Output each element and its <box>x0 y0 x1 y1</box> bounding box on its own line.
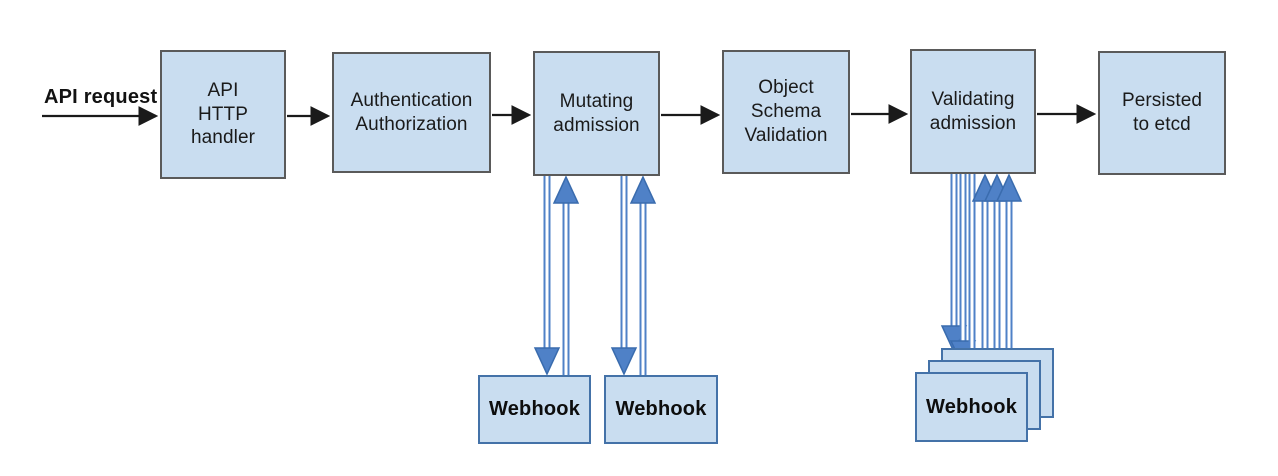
stage-box-api-http-handler[interactable]: API HTTP handler <box>160 50 286 179</box>
webhook-label-mutating-2: Webhook <box>615 398 707 420</box>
stage-label-authn-authz: Authentication Authorization <box>350 89 473 135</box>
arrow-validating-to-webhook-1 <box>941 174 967 353</box>
stage-box-object-schema-validation[interactable]: Object Schema Validation <box>722 50 850 174</box>
webhook-label-mutating-1: Webhook <box>488 398 581 420</box>
arrow-webhook-2-to-validating <box>984 174 1010 370</box>
api-request-label: API request <box>44 86 158 108</box>
stage-label-validating-admission: Validating admission <box>929 88 1017 134</box>
arrow-webhook-3-to-validating <box>996 174 1022 358</box>
stage-box-mutating-admission[interactable]: Mutating admission <box>533 51 660 176</box>
stage-label-persisted-to-etcd: Persisted to etcd <box>1121 90 1203 135</box>
arrow-webhook-2-to-mutating <box>630 176 656 378</box>
arrow-webhook-1-to-mutating <box>553 176 579 378</box>
stage-box-authn-authz[interactable]: Authentication Authorization <box>332 52 491 173</box>
webhook-label-validating: Webhook <box>925 395 1018 418</box>
stage-label-api-http-handler: API HTTP handler <box>190 79 256 149</box>
stage-label-object-schema-validation: Object Schema Validation <box>744 77 828 146</box>
stage-label-mutating-admission: Mutating admission <box>553 90 640 136</box>
arrow-mutating-to-webhook-2 <box>611 176 637 375</box>
stage-box-persisted-to-etcd[interactable]: Persisted to etcd <box>1098 51 1226 175</box>
webhook-box-mutating-2[interactable]: Webhook <box>604 375 718 444</box>
arrow-validating-to-webhook-2 <box>950 174 976 368</box>
stage-box-validating-admission[interactable]: Validating admission <box>910 49 1036 174</box>
webhook-box-validating-front[interactable]: Webhook <box>915 372 1028 442</box>
arrow-mutating-to-webhook-1 <box>534 176 560 375</box>
webhook-box-mutating-1[interactable]: Webhook <box>478 375 591 444</box>
